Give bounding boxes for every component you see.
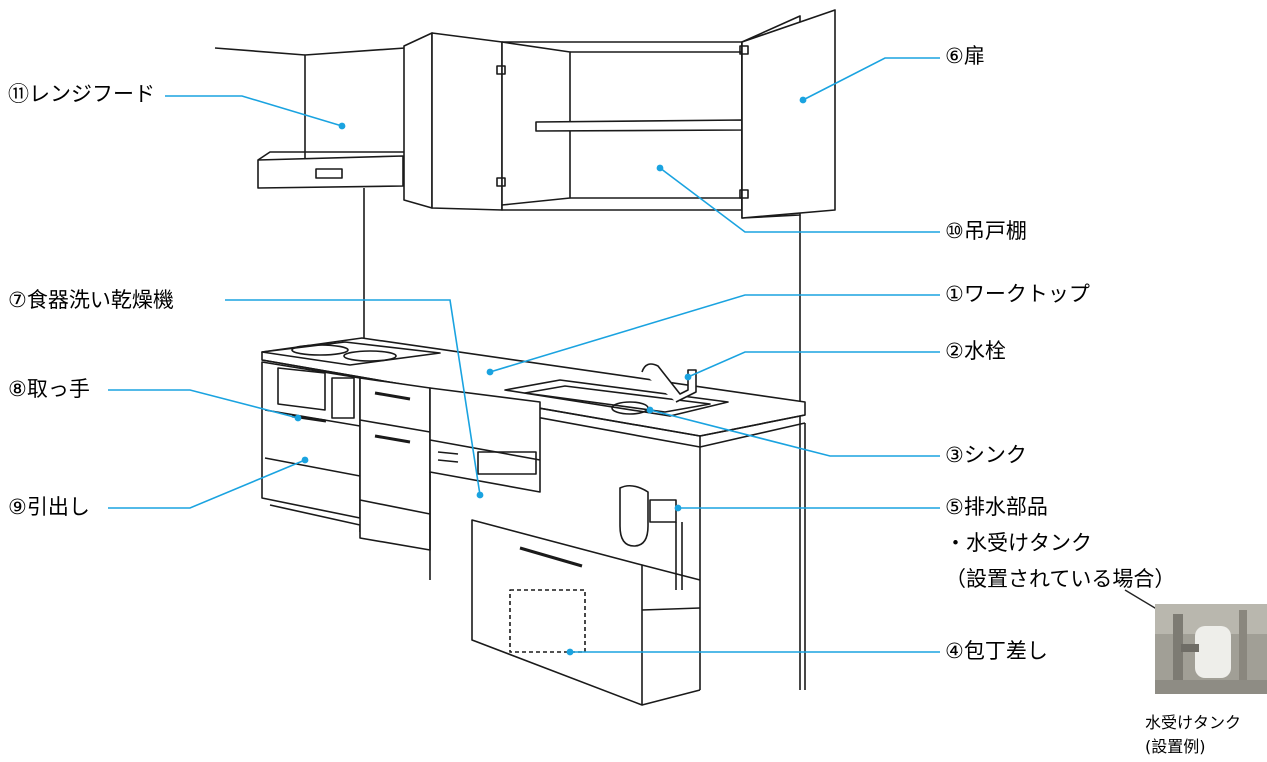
label-worktop: ①ワークトップ [945, 282, 1090, 306]
range-hood [214, 45, 433, 340]
label-if-installed: （設置されている場合） [945, 567, 1176, 591]
label-handle: ⑧取っ手 [8, 377, 90, 401]
label-door: ⑥扉 [945, 44, 985, 68]
label-sink: ③シンク [945, 443, 1027, 467]
label-water-tank: ・水受けタンク [945, 531, 1092, 555]
leader-dots [294, 96, 807, 656]
leader-lines [108, 57, 940, 653]
label-knife-holder: ④包丁差し [945, 639, 1048, 663]
label-wall-cabinet: ⑩吊戸棚 [945, 219, 1027, 243]
water-tank-photo [1155, 604, 1267, 694]
label-faucet: ②水栓 [945, 339, 1006, 363]
base-cabinet [261, 337, 806, 706]
label-range-hood: ⑪レンジフード [8, 82, 155, 106]
photo-caption-1: 水受けタンク [1145, 713, 1242, 732]
label-drain-parts: ⑤排水部品 [945, 495, 1048, 519]
photo-caption-2: (設置例) [1145, 737, 1206, 756]
wall-cabinet [403, 9, 836, 690]
label-dishwasher: ⑦食器洗い乾燥機 [8, 288, 174, 312]
label-drawer: ⑨引出し [8, 495, 90, 519]
